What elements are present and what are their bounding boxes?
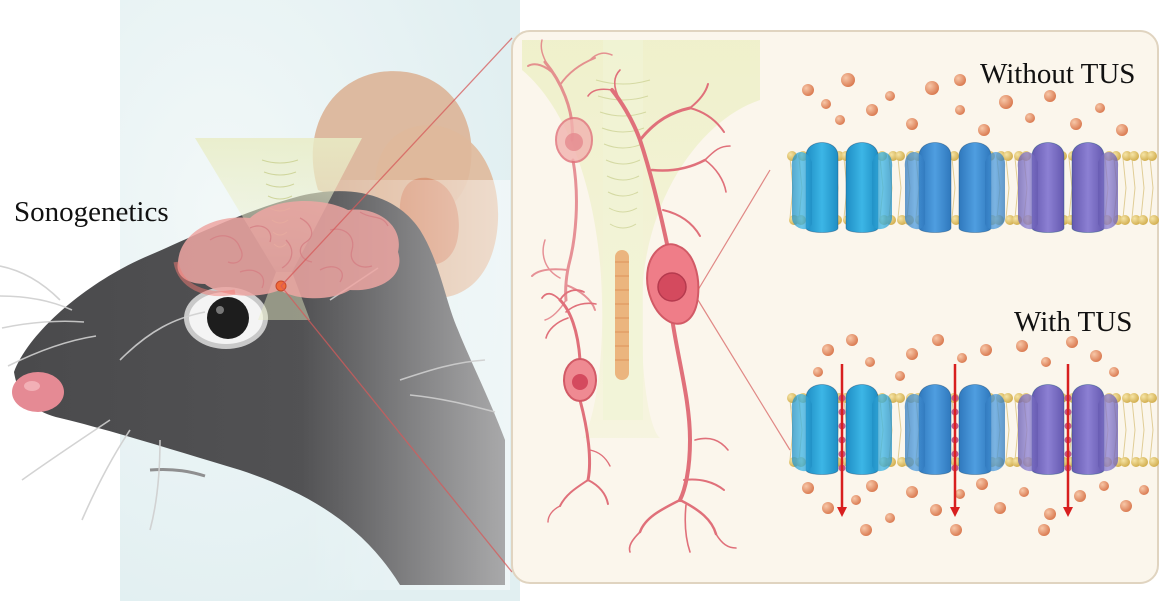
ion-particle bbox=[994, 502, 1006, 514]
ion-particle bbox=[1120, 500, 1132, 512]
channel-subunit-back-left bbox=[905, 152, 925, 229]
ion-particle bbox=[930, 504, 942, 516]
channel-subunit-back-right bbox=[1098, 152, 1118, 229]
ion-particle bbox=[954, 74, 966, 86]
ion-particle bbox=[1016, 340, 1028, 352]
ion-particle bbox=[980, 344, 992, 356]
lipid-head bbox=[1129, 393, 1139, 403]
channel-subunit-back-right bbox=[985, 394, 1005, 471]
lipid-head bbox=[1003, 151, 1013, 161]
ion-particle bbox=[906, 486, 918, 498]
ion-particle bbox=[1090, 350, 1102, 362]
ion-particle bbox=[1044, 90, 1056, 102]
title-label: Sonogenetics bbox=[14, 198, 169, 227]
ion-particle bbox=[802, 482, 814, 494]
lipid-head bbox=[1120, 215, 1130, 225]
channel-subunit-back-left bbox=[1018, 152, 1038, 229]
channel-subunit-back-right bbox=[985, 152, 1005, 229]
channel-subunit-back-left bbox=[792, 394, 812, 471]
lipid-head bbox=[1003, 393, 1013, 403]
mouse-nose-highlight bbox=[24, 381, 40, 391]
without-tus-label: Without TUS bbox=[980, 60, 1135, 89]
lipid-head bbox=[895, 151, 905, 161]
lipid-head bbox=[1120, 457, 1130, 467]
lipid-head bbox=[1138, 215, 1148, 225]
ion-particle bbox=[1099, 481, 1109, 491]
ion-particle bbox=[1139, 485, 1149, 495]
neuron-top-left-nucleus bbox=[565, 133, 583, 151]
channel-subunit-back-left bbox=[1018, 394, 1038, 471]
ion-particle bbox=[906, 348, 918, 360]
ion-particle bbox=[895, 371, 905, 381]
ion-particle bbox=[1074, 490, 1086, 502]
ion-particle bbox=[1095, 103, 1105, 113]
neuron-mid-left-nucleus bbox=[572, 374, 588, 390]
ion-particle bbox=[999, 95, 1013, 109]
ion-particle bbox=[885, 91, 895, 101]
mouse-eye-pupil bbox=[207, 297, 249, 339]
ion-particle bbox=[932, 334, 944, 346]
ion-particle bbox=[851, 495, 861, 505]
ion-particle bbox=[866, 480, 878, 492]
lipid-head bbox=[1149, 457, 1159, 467]
ion-particle bbox=[846, 334, 858, 346]
ion-particle bbox=[1116, 124, 1128, 136]
lipid-head bbox=[1129, 151, 1139, 161]
ion-particle bbox=[906, 118, 918, 130]
channel-subunit-back-right bbox=[872, 152, 892, 229]
channel-subunit-back-left bbox=[792, 152, 812, 229]
ion-particle bbox=[841, 73, 855, 87]
channel-subunit-back-right bbox=[1098, 394, 1118, 471]
ion-particle bbox=[1044, 508, 1056, 520]
ion-particle bbox=[802, 84, 814, 96]
ion-particle bbox=[976, 478, 988, 490]
mouse-eye-glint bbox=[216, 306, 224, 314]
ion-particle bbox=[821, 99, 831, 109]
ion-particle bbox=[813, 367, 823, 377]
ion-particle bbox=[822, 344, 834, 356]
ion-particle bbox=[822, 502, 834, 514]
ion-particle bbox=[1038, 524, 1050, 536]
ion-particle bbox=[955, 489, 965, 499]
ion-particle bbox=[950, 524, 962, 536]
channel-subunit-back-right bbox=[872, 394, 892, 471]
lipid-head bbox=[895, 393, 905, 403]
ion-particle bbox=[1070, 118, 1082, 130]
ion-particle bbox=[1025, 113, 1035, 123]
ion-particle bbox=[957, 353, 967, 363]
ion-particle bbox=[860, 524, 872, 536]
ion-particle bbox=[835, 115, 845, 125]
ion-particle bbox=[1109, 367, 1119, 377]
ion-particle bbox=[955, 105, 965, 115]
channel-subunit-back-left bbox=[905, 394, 925, 471]
ion-particle bbox=[978, 124, 990, 136]
ion-particle bbox=[1041, 357, 1051, 367]
lipid-head bbox=[1138, 457, 1148, 467]
neuron-large-nucleus bbox=[658, 273, 686, 301]
lipid-head bbox=[1147, 151, 1157, 161]
ion-particle bbox=[1019, 487, 1029, 497]
ion-particle bbox=[866, 104, 878, 116]
ion-particle bbox=[865, 357, 875, 367]
lipid-head bbox=[1149, 215, 1159, 225]
ion-particle bbox=[885, 513, 895, 523]
ion-particle bbox=[925, 81, 939, 95]
with-tus-label: With TUS bbox=[1014, 308, 1132, 337]
lipid-head bbox=[1147, 393, 1157, 403]
mouse-nose bbox=[12, 372, 64, 412]
